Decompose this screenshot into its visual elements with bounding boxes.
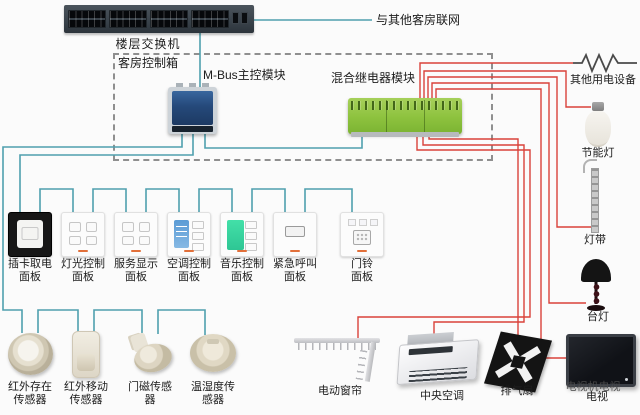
door-contact-sensor-icon: [126, 332, 176, 378]
tv-watermark: 电视机电视: [565, 381, 621, 393]
panel-label: 插卡取电 面板: [8, 258, 52, 283]
relay-segment-divider: [424, 100, 425, 132]
motor-curtain-icon: [294, 336, 386, 386]
ac-label: 中央空调: [420, 390, 464, 402]
fan-label: 排气扇: [500, 385, 534, 397]
panel-label: 灯光控制 面板: [61, 258, 105, 283]
wire-panel-chain-6: [304, 188, 353, 212]
central-ac-icon: [396, 330, 484, 390]
panel-music-control: [220, 212, 264, 257]
bulb-cap: [592, 102, 604, 111]
music-screen-icon: [227, 220, 244, 250]
led-strip-icon: [583, 159, 599, 233]
sensor-label: 红外移动 传感器: [64, 381, 108, 406]
switch-port-group-icon: [109, 10, 147, 28]
wire-sensor-chain-2: [93, 309, 143, 334]
lamp-label: 台灯: [587, 311, 609, 323]
curtain-label: 电动窗帘: [318, 385, 362, 397]
lamp-shade: [581, 259, 611, 282]
wire-panel-chain-1: [39, 188, 74, 212]
relay-label: 混合继电器模块: [331, 71, 416, 85]
curtain-hooks-horizontal: [298, 343, 376, 350]
panel-card-power: [8, 212, 52, 257]
panel-label: 空调控制 面板: [167, 258, 211, 283]
resistor-icon: [573, 52, 637, 74]
emergency-button-icon: [285, 226, 305, 237]
wire-panel-chain-2: [92, 188, 127, 212]
wire-panel-chain-3: [145, 188, 180, 212]
lamp-base: [587, 305, 605, 311]
wire-sensor-chain-1: [37, 309, 79, 333]
mbus-module: [168, 83, 217, 134]
ac-buttons-icon: [192, 221, 204, 251]
motion-sensor-icon: [72, 331, 100, 378]
switch-port-group-icon: [150, 10, 188, 28]
panel-emergency-call: [273, 212, 317, 257]
sensor-label: 门磁传感 器: [128, 381, 172, 406]
uplink-label: 与其他客房联网: [376, 13, 461, 27]
switch-port-group-icon: [191, 10, 229, 28]
panel-label: 门铃 面板: [351, 258, 373, 283]
wire-relay-to-fan: [428, 134, 519, 336]
bulb-glass: [585, 111, 611, 147]
card-slot-icon: [17, 220, 43, 248]
panel-label: 音乐控制 面板: [220, 258, 264, 283]
switch-label: 楼层交换机: [115, 37, 181, 51]
mbus-label: M-Bus主控模块: [203, 68, 286, 82]
wire-panel-chain-5: [251, 188, 286, 212]
other-loads-label: 其他用电设备: [570, 74, 636, 86]
relay-segment-divider: [386, 100, 387, 132]
curtain-rail-horizontal: [294, 338, 380, 343]
wire-panel-chain-4: [198, 188, 233, 212]
switch-port-group-icon: [68, 10, 106, 28]
service-buttons-icon: [122, 222, 150, 245]
panel-label: 服务显示 面板: [114, 258, 158, 283]
lamp-stem: [594, 282, 598, 304]
tv-label: 电视: [586, 391, 608, 403]
sensor-label: 温湿度传 感器: [191, 381, 235, 406]
din-tabs-icon: [176, 83, 210, 87]
cfl-label: 节能灯: [581, 147, 615, 159]
control-box-label: 客房控制箱: [118, 56, 179, 70]
doorbell-speaker-icon: [353, 230, 371, 245]
panel-light-control: [61, 212, 105, 257]
strip-label: 灯带: [584, 234, 606, 246]
sensor-label: 红外存在 传感器: [8, 381, 52, 406]
panel-service-display: [114, 212, 158, 257]
floor-switch: [64, 5, 254, 33]
ac-screen-icon: [174, 220, 189, 248]
light-buttons-icon: [69, 222, 97, 245]
table-lamp-icon: [580, 259, 612, 311]
panel-label: 紧急呼叫 面板: [273, 258, 317, 283]
panel-ac-control: [167, 212, 211, 257]
presence-sensor-icon: [8, 333, 53, 375]
relay-module: [348, 98, 462, 137]
temp-humidity-sensor-icon: [190, 334, 236, 372]
cfl-bulb-icon: [584, 102, 612, 148]
switch-uplink-ports-icon: [232, 12, 250, 26]
exhaust-fan-icon: [483, 331, 553, 393]
doorbell-keys-icon: [348, 219, 378, 226]
music-buttons-icon: [245, 221, 257, 251]
panel-doorbell: [340, 212, 384, 257]
wire-relay-to-ac: [422, 134, 525, 335]
tv-icon: [566, 334, 636, 387]
